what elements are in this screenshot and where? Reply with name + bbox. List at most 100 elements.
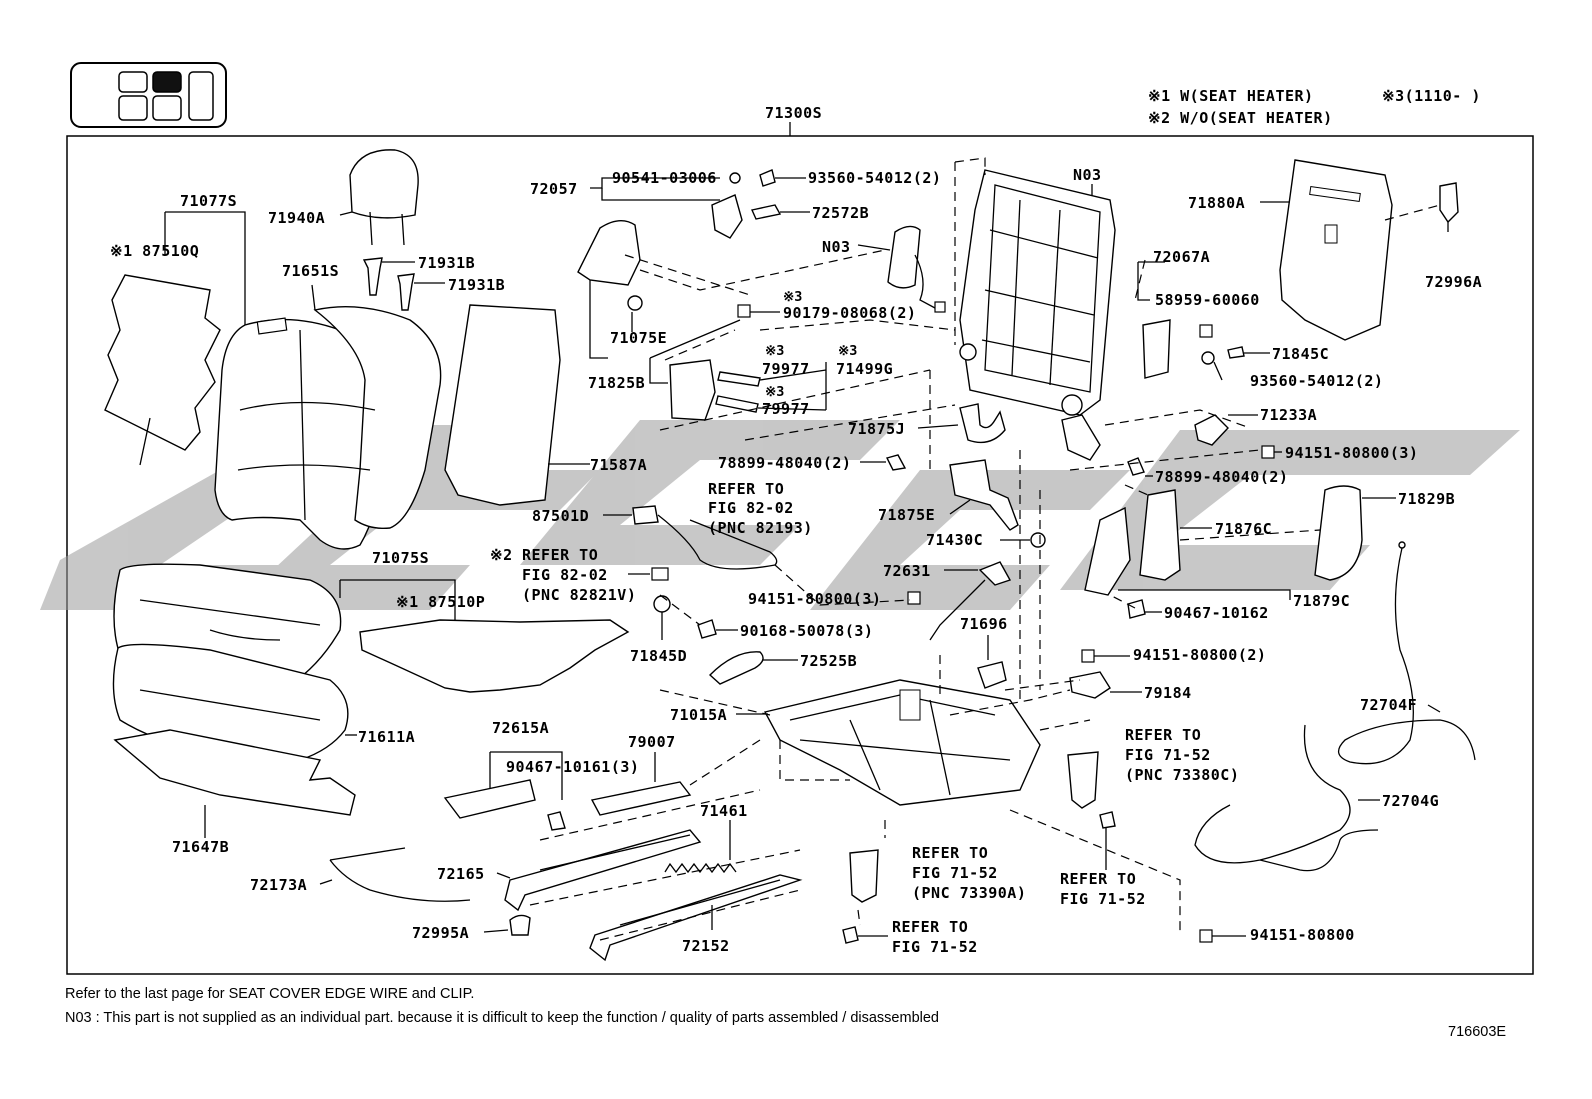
label-79977-a-note: ※3 [765, 343, 784, 359]
label-79977-b: 79977 [762, 400, 810, 418]
refer-4-line1: REFER TO [912, 844, 988, 862]
nut-icon-5 [1081, 649, 1095, 663]
label-71461: 71461 [700, 802, 748, 820]
label-72173A: 72173A [250, 876, 307, 894]
refer-4-line3: (PNC 73390A) [912, 884, 1026, 902]
screw-icon [759, 169, 776, 187]
label-78899-b: 78899-48040(2) [1155, 468, 1288, 486]
label-71075E: 71075E [610, 329, 667, 347]
label-71647B: 71647B [172, 838, 229, 856]
seat-heater-mat-cushion [359, 619, 630, 693]
side-cover-n03 [887, 225, 921, 289]
label-90168-50078: 90168-50078(3) [740, 622, 873, 640]
refer-5-line1: REFER TO [1060, 870, 1136, 888]
cover-79007 [590, 781, 692, 816]
label-71651S: 71651S [282, 262, 339, 280]
label-71880A: 71880A [1188, 194, 1245, 212]
label-71931B-a: 71931B [418, 254, 475, 272]
label-71940A: 71940A [268, 209, 325, 227]
refer-5-line2: FIG 71-52 [1060, 890, 1146, 908]
wire-72173A [329, 847, 471, 902]
cover-72615A [443, 779, 536, 819]
cap-71845D [653, 595, 671, 613]
refer-2-note: ※2 [490, 546, 513, 564]
cover-71696 [977, 661, 1007, 689]
pad-79977-b [715, 395, 759, 413]
headrest-support-1 [362, 257, 383, 296]
label-87510Q: ※1 87510Q [110, 242, 199, 260]
label-71845D: 71845D [630, 647, 687, 665]
headrest-support-2 [397, 273, 415, 311]
label-71499G-note: ※3 [838, 343, 857, 359]
refer-2-line1: REFER TO [522, 546, 598, 564]
label-71015A: 71015A [670, 706, 727, 724]
seatbelt-buckle-73380C [1067, 751, 1099, 809]
refer-6-line1: REFER TO [892, 918, 968, 936]
cover-71879C [1084, 506, 1131, 596]
cap-72995A [509, 914, 531, 936]
label-72165: 72165 [437, 865, 485, 883]
pad-79977-a [717, 371, 761, 387]
label-71233A: 71233A [1260, 406, 1317, 424]
seat-rail-72152 [589, 874, 803, 962]
label-94151-b: 94151-80800(3) [748, 590, 881, 608]
label-79007: 79007 [628, 733, 676, 751]
refer-3-line3: (PNC 73380C) [1125, 766, 1239, 784]
seat-rail-72165 [504, 829, 702, 912]
bolt-78899-a [885, 454, 907, 471]
headrest [349, 149, 419, 219]
label-90467-10162: 90467-10162 [1164, 604, 1269, 622]
label-72704F: 72704F [1360, 696, 1417, 714]
footnote-2: N03 : This part is not supplied as an in… [65, 1010, 939, 1026]
label-87510P: ※1 87510P [396, 593, 485, 611]
label-N03-a: N03 [822, 238, 851, 256]
label-58959-60060: 58959-60060 [1155, 291, 1260, 309]
figure-id: 716603E [1448, 1024, 1506, 1040]
refer-6-line2: FIG 71-52 [892, 938, 978, 956]
label-71611A: 71611A [358, 728, 415, 746]
label-94151-d: 94151-80800 [1250, 926, 1355, 944]
bracket-79184 [1069, 671, 1111, 699]
cap-71845C [1227, 346, 1245, 359]
label-N03-b: N03 [1073, 166, 1102, 184]
label-94151-a: 94151-80800(3) [1285, 444, 1418, 462]
seatback-frame [959, 169, 1116, 416]
cap-71430C [1030, 532, 1046, 548]
label-71696: 71696 [960, 615, 1008, 633]
cable-72704G [1194, 724, 1379, 872]
bolt-icon-2 [1099, 811, 1116, 829]
seat-layout-icon [70, 62, 227, 128]
bolt-78899-b [1127, 457, 1145, 476]
label-71829B: 71829B [1398, 490, 1455, 508]
cover-71876C [1139, 489, 1181, 581]
handle-72525B [708, 651, 764, 685]
hinge-cover [577, 220, 641, 286]
cable-72704F [1338, 547, 1476, 765]
diagram-frame [66, 135, 1534, 975]
note-no-seat-heater: ※2 W/O(SEAT HEATER) [1148, 109, 1333, 127]
label-79977-a: 79977 [762, 360, 810, 378]
label-72572B: 72572B [812, 204, 869, 222]
label-94151-c: 94151-80800(2) [1133, 646, 1266, 664]
screw-icon-2 [1201, 351, 1215, 365]
bracket-71875J [959, 403, 1006, 444]
refer-1-line3: (PNC 82193) [708, 519, 813, 537]
label-72631: 72631 [883, 562, 931, 580]
refer-3-line1: REFER TO [1125, 726, 1201, 744]
label-72615A: 72615A [492, 719, 549, 737]
main-part-label: 71300S [765, 104, 822, 122]
screw-90467-b [547, 811, 566, 831]
label-72704G: 72704G [1382, 792, 1439, 810]
screw-90168 [697, 619, 717, 639]
note-date-range: ※3(1110- ) [1382, 87, 1481, 105]
nut-icon [737, 304, 751, 318]
label-72525B: 72525B [800, 652, 857, 670]
clip-72996A [1439, 182, 1459, 224]
label-71075S: 71075S [372, 549, 429, 567]
label-87501D: 87501D [532, 507, 589, 525]
label-90467-10161: 90467-10161(3) [506, 758, 639, 776]
clip-icon [627, 295, 643, 311]
label-72995A: 72995A [412, 924, 469, 942]
note-seat-heater: ※1 W(SEAT HEATER) [1148, 87, 1314, 105]
